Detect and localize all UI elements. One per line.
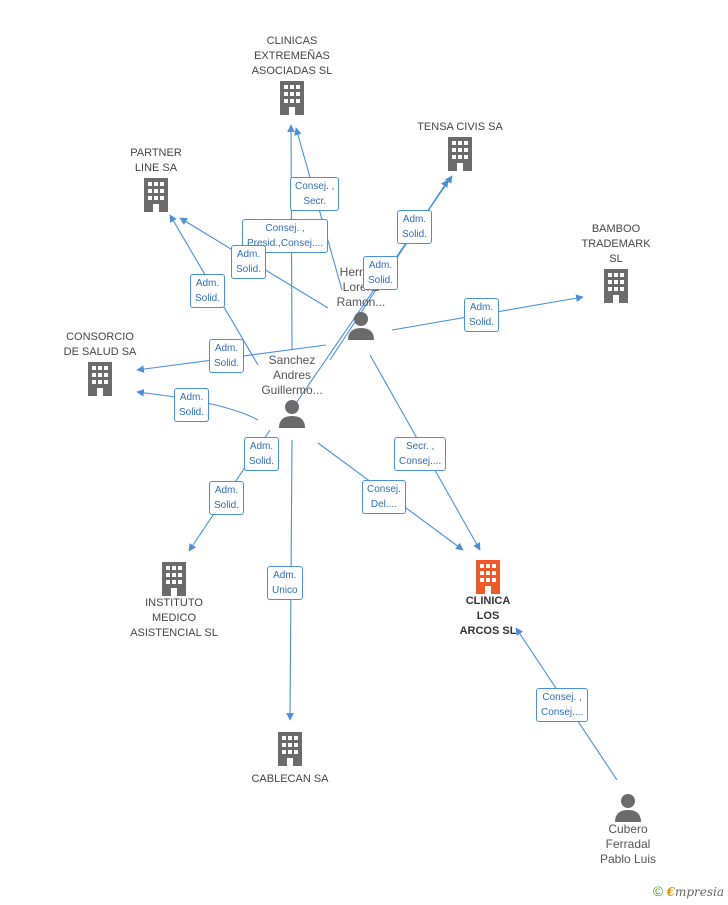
- building-icon: [566, 267, 666, 303]
- company-label: BAMBOO TRADEMARK SL: [581, 223, 651, 265]
- company-label: INSTITUTO MEDICO ASISTENCIAL SL: [130, 597, 218, 639]
- building-icon: [106, 176, 206, 212]
- edge-label: Consej. Del....: [362, 480, 406, 514]
- building-icon: [50, 360, 150, 396]
- company-label: CABLECAN SA: [251, 773, 329, 785]
- company-label: CONSORCIO DE SALUD SA: [63, 331, 137, 358]
- person-label: Sanchez Andres Guillermo...: [261, 353, 323, 397]
- company-label: CLINICA LOS ARCOS SL: [459, 595, 517, 637]
- node-cablecan[interactable]: CABLECAN SA: [230, 730, 350, 787]
- company-label: TENSA CIVIS SA: [417, 121, 503, 133]
- node-cubero[interactable]: Cubero Ferradal Pablo Luis: [588, 792, 668, 867]
- edge-label: Adm. Unico: [267, 566, 303, 600]
- building-icon: [400, 135, 520, 171]
- edge-label: Consej. , Consej....: [536, 688, 589, 722]
- edge-label: Adm. Solid.: [231, 245, 267, 279]
- building-icon: [232, 79, 352, 115]
- copyright-icon: ©: [652, 883, 664, 899]
- edge-label: Consej. , Presid.,Consej....: [242, 219, 329, 253]
- node-bamboo[interactable]: BAMBOO TRADEMARK SL: [566, 222, 666, 303]
- company-label: CLINICAS EXTREMEÑAS ASOCIADAS SL: [251, 35, 333, 77]
- node-clinicas-extremenas[interactable]: CLINICAS EXTREMEÑAS ASOCIADAS SL: [232, 34, 352, 115]
- building-icon: [114, 560, 234, 596]
- person-icon: [588, 792, 668, 822]
- edge-label: Adm. Solid.: [209, 339, 245, 373]
- node-tensa-civis[interactable]: TENSA CIVIS SA: [400, 120, 520, 171]
- node-partner-line[interactable]: PARTNER LINE SA: [106, 146, 206, 212]
- building-icon: [438, 558, 538, 594]
- person-label: Cubero Ferradal Pablo Luis: [599, 822, 657, 866]
- company-label: PARTNER LINE SA: [130, 147, 182, 174]
- edge-label: Secr. , Consej....: [394, 437, 447, 471]
- node-clinica-los-arcos[interactable]: CLINICA LOS ARCOS SL: [438, 558, 538, 639]
- node-instituto[interactable]: INSTITUTO MEDICO ASISTENCIAL SL: [114, 560, 234, 641]
- building-icon: [230, 730, 350, 766]
- edge-label: Adm. Solid.: [209, 481, 245, 515]
- edge-label: Adm. Solid.: [397, 210, 433, 244]
- edge-label: Adm. Solid.: [464, 298, 500, 332]
- edge-label: Adm. Solid.: [174, 388, 210, 422]
- edge-label: Adm. Solid.: [190, 274, 226, 308]
- node-sanchez[interactable]: Sanchez Andres Guillermo...: [248, 353, 336, 428]
- person-icon: [316, 310, 406, 340]
- edge-label: Adm. Solid.: [363, 256, 399, 290]
- edge-label: Consej. , Secr.: [290, 177, 340, 211]
- edge-label: Adm. Solid.: [244, 437, 280, 471]
- person-icon: [248, 398, 336, 428]
- edge-sanchez-consorcio: [136, 388, 259, 421]
- brand-footer: © €mpresia: [653, 883, 724, 899]
- node-consorcio[interactable]: CONSORCIO DE SALUD SA: [50, 330, 150, 396]
- brand-logo: €mpresia: [666, 885, 724, 899]
